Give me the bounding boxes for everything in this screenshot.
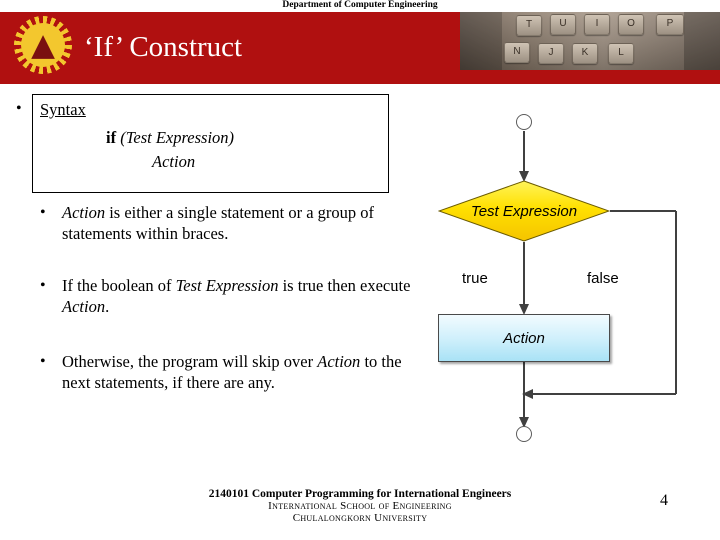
crest-gear-inner <box>21 23 65 67</box>
flow-end-node <box>516 426 532 442</box>
syntax-keyword: if <box>106 128 117 147</box>
syntax-bullet: • Syntax <box>16 100 86 120</box>
university-crest-logo: ▲ <box>14 16 72 74</box>
bullet-action-definition-part-1: is either a single statement or a group … <box>62 203 375 243</box>
crest-pagoda-icon: ▲ <box>31 27 55 63</box>
bullet-boolean-true-part-2: is true then execute <box>278 276 411 295</box>
header-banner: T U I O P N J K L ‘If’ Construct <box>0 0 720 84</box>
syntax-label-text: Syntax <box>40 100 86 119</box>
flow-start-node <box>516 114 532 130</box>
bullet-action-definition-part-0: Action <box>62 203 106 222</box>
bullet-boolean-false-part-2: to the next statements, if there are any… <box>62 352 402 392</box>
page-number: 4 <box>660 492 668 509</box>
bullet-boolean-false-part-1: Action <box>317 352 361 371</box>
flowchart-connectors <box>519 131 677 428</box>
bullet-boolean-true-part-1: Test Expression <box>175 276 279 295</box>
bullet-boolean-true-part-0: If the boolean of <box>62 276 176 295</box>
header-white-strip <box>0 0 720 12</box>
footer-school-line: International School of Engineering <box>268 500 452 512</box>
keyboard-photo: T U I O P N J K L <box>460 12 720 70</box>
bullet-action-definition: Action is either a single statement or a… <box>32 202 422 244</box>
syntax-box <box>32 94 389 193</box>
syntax-condition: (Test Expression) <box>120 128 235 147</box>
bullet-boolean-true-part-4: . <box>105 297 110 316</box>
diamond-shape <box>438 180 610 242</box>
bullet-boolean-true-part-3: Action <box>62 297 106 316</box>
flow-decision-label: Test Expression <box>470 202 578 220</box>
bullet-boolean-true: If the boolean of Test Expression is tru… <box>32 275 442 317</box>
department-label: Department of Computer Engineering <box>282 0 438 10</box>
flow-action-node: Action <box>438 314 610 362</box>
page-title: ‘If’ Construct <box>84 31 243 63</box>
if-construct-flowchart: Test Expression true false Action <box>430 108 700 458</box>
flow-edge-label-true: true <box>462 270 488 287</box>
footer-course-line: 2140101 Computer Programming for Interna… <box>208 488 512 500</box>
syntax-signature-line: if (Test Expression) <box>106 128 234 148</box>
bullet-boolean-false-part-0: Otherwise, the program will skip over <box>62 352 318 371</box>
flow-decision-node: Test Expression <box>438 180 610 242</box>
bullet-boolean-false: Otherwise, the program will skip over Ac… <box>32 351 432 393</box>
footer: 2140101 Computer Programming for Interna… <box>0 488 720 524</box>
bullet-dot-icon: • <box>16 100 22 117</box>
flow-edge-label-false: false <box>587 270 619 287</box>
footer-university-line: Chulalongkorn University <box>292 512 428 524</box>
syntax-body: Action <box>152 152 196 171</box>
